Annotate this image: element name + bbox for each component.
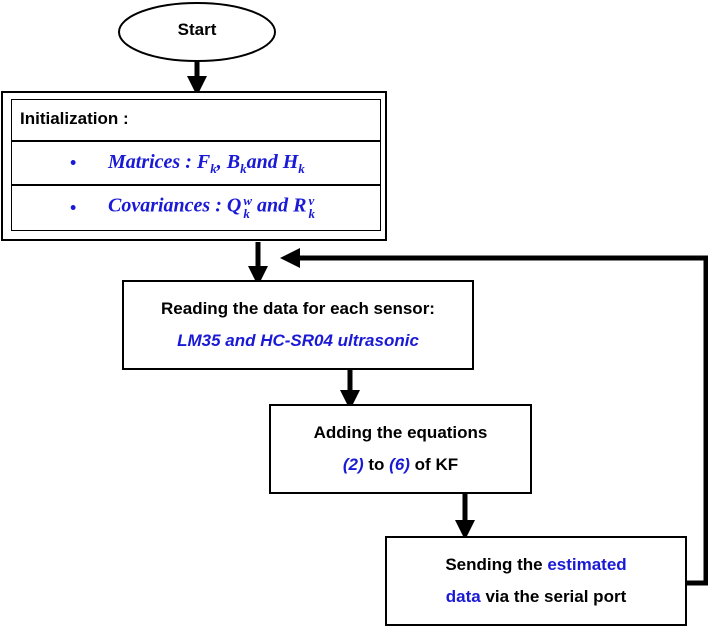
sending-line-2: data via the serial port (445, 587, 627, 606)
reading-title: Reading the data for each sensor: (161, 299, 435, 318)
adding-box: Adding the equations (2) to (6) of KF (269, 404, 532, 494)
init-title: Initialization : (20, 109, 129, 128)
bullet-icon: • (70, 152, 77, 173)
reading-sensors: LM35 and HC-SR04 ultrasonic (177, 331, 419, 350)
adding-title: Adding the equations (313, 423, 488, 442)
initialization-box: Initialization : • Matrices : Fk, Bkand … (1, 91, 387, 241)
reading-box: Reading the data for each sensor: LM35 a… (122, 280, 474, 370)
init-title-row: Initialization : (11, 99, 381, 141)
adding-equations: (2) to (6) of KF (342, 455, 459, 474)
sending-box: Sending the estimated data via the seria… (385, 536, 687, 626)
matrices-text: Matrices : Fk, Bkand Hk (108, 151, 305, 176)
init-matrices-row: • Matrices : Fk, Bkand Hk (11, 141, 381, 185)
sending-line-1: Sending the estimated (445, 555, 627, 574)
feedback-loop-line (280, 248, 708, 586)
start-label: Start (177, 20, 217, 39)
bullet-icon: • (70, 197, 77, 218)
